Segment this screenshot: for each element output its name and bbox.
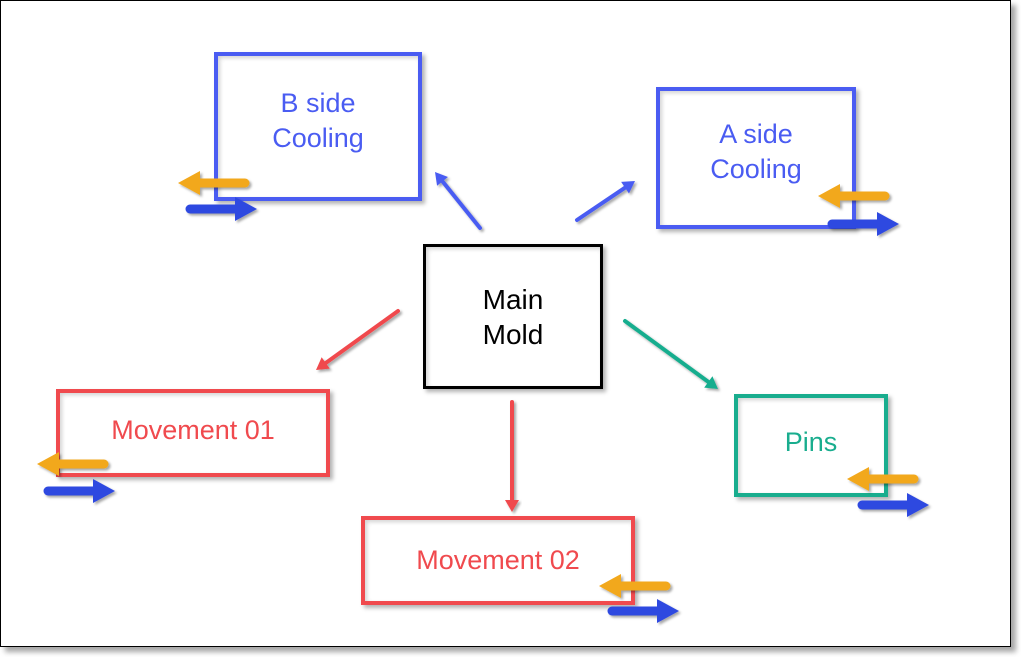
node-label-line: Pins: [784, 427, 838, 457]
node-movement-02: Movement 02: [361, 516, 635, 605]
node-label-line: Movement 01: [111, 414, 275, 445]
node-label-line: Cooling: [272, 122, 364, 153]
node-label-line: B side: [280, 87, 356, 118]
node-label-line: Main: [482, 283, 544, 315]
node-label-line: Cooling: [710, 154, 802, 184]
node-pins: Pins: [734, 394, 888, 497]
node-label-line: Movement 02: [416, 545, 580, 575]
node-label-line: A side: [719, 119, 793, 149]
node-label-line: Mold: [482, 318, 544, 350]
node-movement-01: Movement 01: [56, 389, 330, 477]
